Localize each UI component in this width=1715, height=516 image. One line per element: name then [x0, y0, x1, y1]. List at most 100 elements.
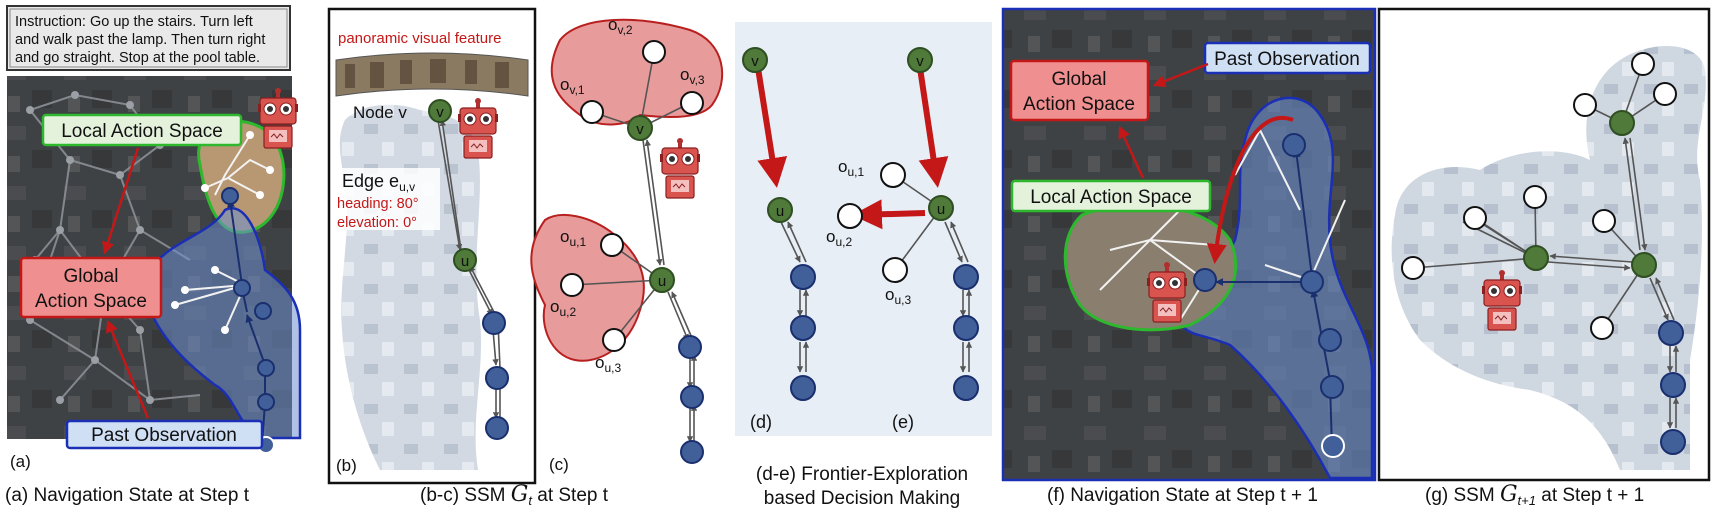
graph-node	[257, 359, 275, 377]
observation-node	[680, 91, 704, 115]
panel-c: v u ov,2 ov,1 ov,3 ou,1 ou,2 ou,3 (c) (b…	[420, 15, 724, 508]
observation-node	[600, 233, 624, 257]
node-u	[453, 248, 477, 272]
caption-bc: (b-c) SSM Gt at Step t	[420, 482, 609, 508]
panel-b: panoramic visual feature Node v v u Edge…	[327, 7, 537, 485]
graph-node	[257, 393, 275, 411]
observation-node	[1590, 316, 1614, 340]
graph-node-green	[1523, 245, 1549, 271]
node-v	[627, 115, 653, 141]
teleport-arrow	[1206, 116, 1294, 264]
graph-node	[1658, 320, 1684, 346]
label-o-u3: ou,3	[595, 353, 621, 375]
observation-node	[1592, 209, 1616, 233]
graph-node	[790, 264, 816, 290]
observation-node	[1653, 82, 1677, 106]
label-o-u2: ou,2	[550, 297, 576, 319]
node-u-label: u	[461, 253, 469, 270]
local-action-space-label: Local Action Space	[61, 121, 223, 142]
node-u	[767, 197, 793, 223]
graph-node	[790, 315, 816, 341]
observation-node	[602, 328, 626, 352]
label-o-v3: ov,3	[680, 65, 705, 87]
frontier-region-u	[530, 214, 645, 362]
edge-label: Edge eu,v	[342, 171, 415, 194]
frontier-region-v	[550, 18, 724, 126]
instruction-line-1: Instruction: Go up the stairs. Turn left	[15, 14, 253, 30]
label-o-u2-e: ou,2	[826, 227, 852, 249]
observation-node	[882, 257, 908, 283]
panel-a: Instruction: Go up the stairs. Turn left…	[5, 5, 302, 506]
arrow-past-to-global	[106, 319, 150, 419]
arrow-past-to-global-f	[1152, 62, 1209, 88]
start-node	[1321, 434, 1345, 458]
observation-node	[580, 100, 604, 124]
panel-f: Past Observation Global Action Space Loc…	[1001, 7, 1377, 506]
global-action-space-label-box	[19, 256, 163, 319]
edge-elevation: elevation: 0°	[337, 215, 417, 231]
panoramic-feature-label: panoramic visual feature	[338, 30, 501, 47]
graph-node	[233, 279, 251, 297]
graph-node	[485, 366, 509, 390]
graph-node	[482, 311, 506, 335]
node-v-caption: Node v	[353, 103, 407, 122]
graph-node	[953, 264, 979, 290]
graph-node	[254, 302, 272, 320]
panel-a-letter: (a)	[10, 452, 31, 471]
node-v	[742, 47, 768, 73]
node-u	[1631, 252, 1657, 278]
node-u-label-d: u	[776, 203, 784, 220]
local-action-space-region-f	[1063, 203, 1238, 332]
observation-node	[880, 162, 906, 188]
graph-node	[1282, 133, 1306, 157]
node-u	[649, 267, 675, 293]
past-observation-region	[148, 207, 302, 440]
graph-node	[1320, 375, 1344, 399]
arrow-e-v-to-u	[917, 67, 949, 188]
panel-c-letter: (c)	[549, 455, 569, 474]
panel-de: v u v u ou,1 ou,2 ou,3 (d) (e)	[735, 22, 992, 509]
caption-de-line-2: based Decision Making	[764, 488, 960, 509]
observation-node	[837, 203, 863, 229]
instruction-line-3: and go straight. Stop at the pool table.	[15, 50, 260, 66]
past-observation-label: Past Observation	[91, 425, 237, 446]
node-v	[1609, 110, 1635, 136]
instruction-box	[6, 5, 291, 71]
graph-node	[953, 315, 979, 341]
panel-f-caption: (f) Navigation State at Step t + 1	[1047, 485, 1318, 506]
observation-node	[1631, 52, 1655, 76]
node-v	[428, 99, 452, 123]
graph-node	[1660, 372, 1686, 398]
past-observation-label-box	[65, 419, 264, 450]
graph-node	[678, 335, 702, 359]
global-action-space-label-f-line-2: Action Space	[1023, 94, 1135, 115]
node-u-label: u	[658, 273, 666, 290]
local-action-space-label-box	[41, 113, 243, 147]
panel-b-letter: (b)	[336, 456, 357, 475]
node-v-label-d: v	[751, 53, 759, 70]
label-o-u1-e: ou,1	[838, 157, 864, 179]
edge-heading: heading: 80°	[337, 196, 419, 212]
local-action-space-label-f: Local Action Space	[1030, 187, 1192, 208]
arrow-local-to-global	[102, 147, 140, 255]
graph-node	[953, 375, 979, 401]
past-observation-label-box-f	[1203, 41, 1372, 75]
graph-node	[221, 187, 239, 205]
panel-d-letter: (d)	[750, 412, 772, 432]
node-u-label-e: u	[937, 201, 945, 218]
observation-node	[1573, 93, 1597, 117]
graph-node	[485, 416, 509, 440]
global-action-space-label-f-line-1: Global	[1052, 69, 1107, 90]
label-o-v1: ov,1	[560, 75, 585, 97]
global-action-space-label-line-1: Global	[64, 266, 119, 287]
node-v-label: v	[436, 104, 444, 121]
instruction-line-2: and walk past the lamp. Then turn right	[15, 32, 265, 48]
global-action-space-label-line-2: Action Space	[35, 291, 147, 312]
arrow-local-to-global-f	[1118, 125, 1145, 179]
node-v	[907, 47, 933, 73]
past-observation-label-f: Past Observation	[1214, 49, 1360, 70]
robot-icon	[659, 137, 701, 199]
label-o-u3-e: ou,3	[885, 285, 911, 307]
